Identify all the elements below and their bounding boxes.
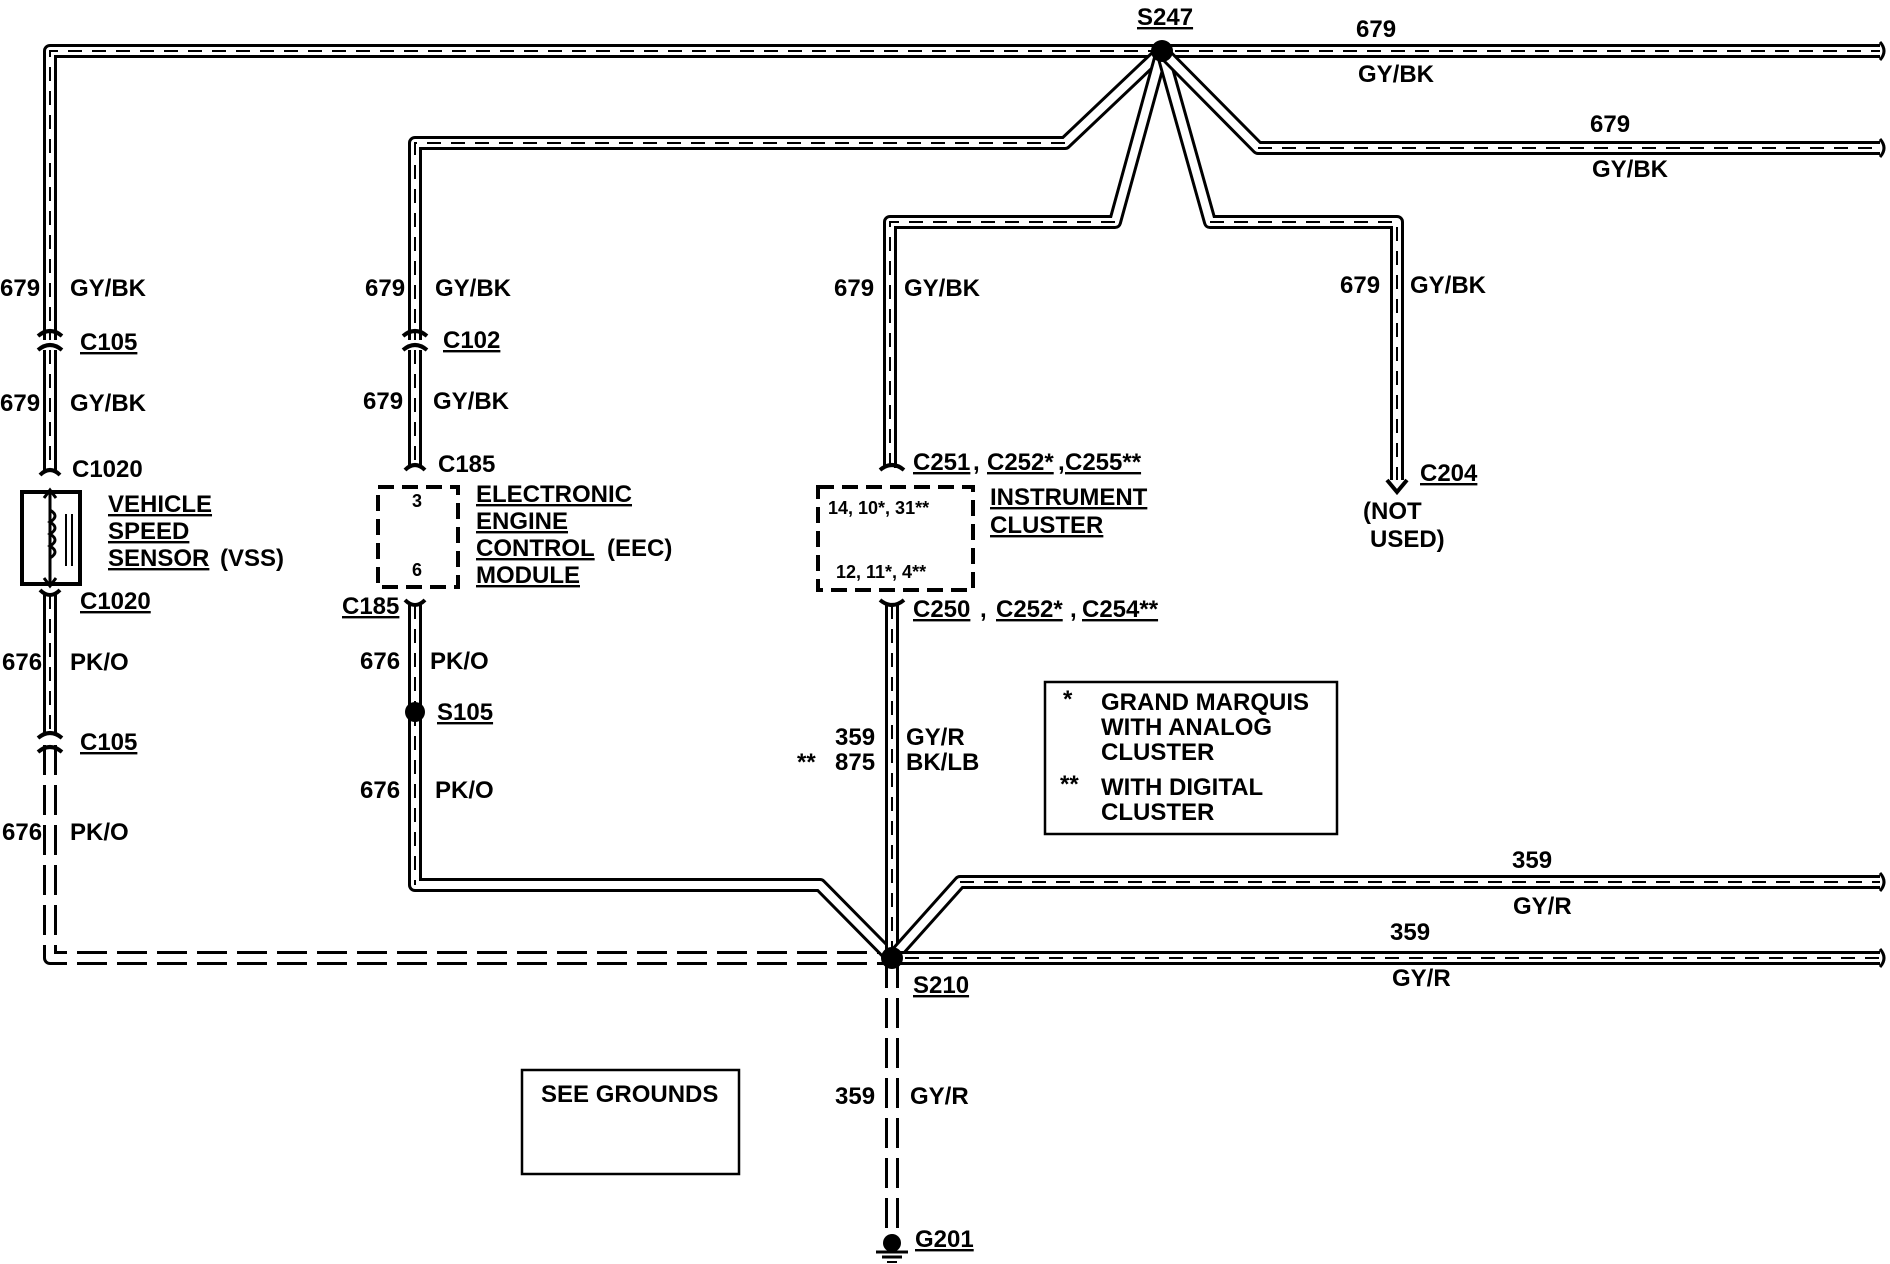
connector-symbols [36,329,1409,754]
wire-circuit-label: 679 [0,275,40,302]
connector-c204-label: C204 [1420,460,1478,487]
wire-color-label: GY/BK [433,388,510,415]
connector-c255-label: C255** [1065,449,1142,476]
splice-s247-label: S247 [1137,4,1193,31]
eec-pin-bottom: 6 [412,560,422,580]
connector-c251-label: C251 [913,449,970,476]
wire-circuit-label: 676 [360,777,400,804]
wire-circuit-label: 676 [2,819,42,846]
wire-circuit-label: 679 [1590,111,1630,138]
vss-label-line1: VEHICLE [108,491,212,518]
vss-sensor-box [20,487,82,589]
wire-circuit-label: 679 [1340,272,1380,299]
connector-c252-label: C252* [987,449,1054,476]
splice-s105-label: S105 [437,699,493,726]
splice-s210-dot [881,947,903,969]
wire-color-label: GY/BK [70,390,147,417]
ground-g201-label: G201 [915,1226,974,1253]
wire-color-label: GY/R [906,724,965,751]
wire-color-label: PK/O [70,819,129,846]
cluster-pins-bottom: 12, 11*, 4** [836,562,926,582]
connector-c105-label: C105 [80,329,137,356]
ground-g201-icon [876,1234,908,1263]
splice-s210-label: S210 [913,972,969,999]
legend-dstar-line1: WITH DIGITAL [1101,774,1263,801]
vss-label-line3: SENSOR [108,545,209,572]
legend-dstar-line2: CLUSTER [1101,799,1214,826]
wire-circuit-label: 679 [834,275,874,302]
wire-color-label: PK/O [70,649,129,676]
connector-c1020-label: C1020 [80,588,151,615]
not-used-line1: (NOT [1363,498,1422,525]
connector-c102-label: C102 [443,327,500,354]
wire-color-label: PK/O [435,777,494,804]
connector-comma: , [1070,596,1077,623]
connector-c252-label: C252* [996,596,1063,623]
wire-color-label: GY/R [1392,965,1451,992]
eec-module-box [376,485,460,589]
cluster-label-line1: INSTRUMENT [990,484,1148,511]
wire-circuit-label: 679 [363,388,403,415]
wire-circuit-label: 679 [0,390,40,417]
wire-color-label: GY/BK [1592,156,1669,183]
vss-label-abbrev: (VSS) [220,545,284,572]
wire-color-label: BK/LB [906,749,979,776]
wire-circuit-label: 679 [365,275,405,302]
splice-s105-dot [405,702,425,722]
cluster-label-line2: CLUSTER [990,512,1103,539]
instrument-cluster-box [816,485,975,592]
not-used-line2: USED) [1370,526,1445,553]
wire-color-label: GY/R [910,1083,969,1110]
wire-circuit-label: 359 [1390,919,1430,946]
eec-label-abbrev: (EEC) [607,535,672,562]
connector-c254-label: C254** [1082,596,1159,623]
wire-circuit-label: 359 [835,1083,875,1110]
legend-star-line1: GRAND MARQUIS [1101,689,1309,716]
connector-c1020-label: C1020 [72,456,143,483]
wire-color-label: PK/O [430,648,489,675]
wire-circuit-label: 359 [1512,847,1552,874]
wire-color-label: GY/BK [70,275,147,302]
connector-c105-label: C105 [80,729,137,756]
eec-label-line3: CONTROL [476,535,595,562]
wire-circuit-label: 875 [835,749,875,776]
connector-comma: , [973,449,980,476]
eec-pin-top: 3 [412,491,422,511]
wire-color-label: GY/BK [1358,61,1435,88]
wire-color-label: GY/BK [1410,272,1487,299]
vss-label-line2: SPEED [108,518,189,545]
wire-color-label: GY/BK [904,275,981,302]
eec-label-line1: ELECTRONIC [476,481,632,508]
wire-679-harness [43,44,1880,480]
wire-color-label: GY/BK [435,275,512,302]
connector-c185-label: C185 [438,451,495,478]
wire-676-harness [43,595,897,965]
see-grounds-label: SEE GROUNDS [541,1081,718,1108]
legend-star-marker: * [1063,686,1073,713]
connector-c185-label: C185 [342,593,399,620]
splice-s247-dot [1151,40,1173,62]
legend-dstar-marker: ** [1060,771,1079,798]
cluster-pins-top: 14, 10*, 31** [828,498,929,518]
wire-circuit-label: 676 [360,648,400,675]
connector-comma: , [1058,449,1065,476]
wire-option-marker: ** [797,749,816,776]
legend-star-line3: CLUSTER [1101,739,1214,766]
wire-color-label: GY/R [1513,893,1572,920]
wire-end-marks [1878,41,1886,968]
eec-label-line4: MODULE [476,562,580,589]
wire-circuit-label: 676 [2,649,42,676]
legend-star-line2: WITH ANALOG [1101,714,1272,741]
see-grounds-box [520,1068,741,1176]
wire-359-harness [885,605,1880,1235]
eec-label-line2: ENGINE [476,508,568,535]
connector-comma: , [980,596,987,623]
wire-circuit-label: 359 [835,724,875,751]
connector-c250-label: C250 [913,596,970,623]
wire-circuit-label: 679 [1356,16,1396,43]
legend-box [1043,680,1339,836]
